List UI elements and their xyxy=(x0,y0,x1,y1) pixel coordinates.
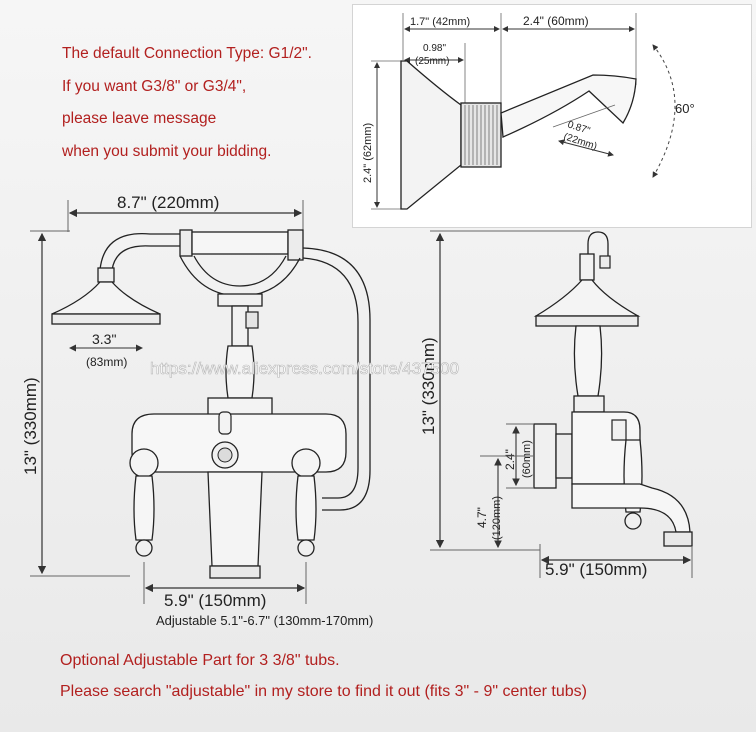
inset-dim-top-right: 2.4" (60mm) xyxy=(523,14,589,28)
side-view: 13" (330mm) xyxy=(419,230,693,579)
connection-note-2: If you want G3/8" or G3/4", xyxy=(62,78,247,95)
front-width-dim: 8.7" (220mm) xyxy=(117,193,219,212)
side-spout-dim-mm: (120mm) xyxy=(491,496,503,540)
inset-dim-left: 2.4" (62mm) xyxy=(362,123,374,183)
footer-line-1: Optional Adjustable Part for 3 3/8" tubs… xyxy=(60,652,340,669)
store-watermark: https://www.aliexpress.com/store/437500 xyxy=(150,359,459,378)
front-height-dim: 13" (330mm) xyxy=(21,377,40,475)
side-height-dim: 13" (330mm) xyxy=(419,337,438,435)
footer-line-2: Please search "adjustable" in my store t… xyxy=(60,683,587,700)
connection-note-1: The default Connection Type: G1/2". xyxy=(62,45,312,62)
inset-dim-inner-in: 0.98" xyxy=(423,43,446,54)
side-flange-dim-mm: (60mm) xyxy=(521,440,533,478)
inset-dim-top-left: 1.7" (42mm) xyxy=(410,16,470,28)
holder-detail-inset: 1.7" (42mm) 2.4" (60mm) 0.98" (25mm) 2.4… xyxy=(352,4,752,228)
side-flange-dim-in: 2.4" xyxy=(503,449,517,470)
front-view: 8.7" (220mm) 13" (330mm) xyxy=(21,193,373,628)
inset-dim-inner-mm: (25mm) xyxy=(415,56,449,67)
front-head-dim-mm: (83mm) xyxy=(86,355,127,369)
holder-detail-drawing: 1.7" (42mm) 2.4" (60mm) 0.98" (25mm) 2.4… xyxy=(362,13,695,210)
front-head-dim-in: 3.3" xyxy=(92,331,116,347)
inset-angle: 60° xyxy=(675,101,695,116)
connection-note-3: please leave message xyxy=(62,110,217,127)
side-spout-dim-in: 4.7" xyxy=(475,507,489,528)
front-adjustable-note: Adjustable 5.1"-6.7" (130mm-170mm) xyxy=(156,613,373,628)
connection-note-4: when you submit your bidding. xyxy=(62,143,272,160)
side-reach-dim: 5.9" (150mm) xyxy=(545,560,647,579)
front-center-dim: 5.9" (150mm) xyxy=(164,591,266,610)
